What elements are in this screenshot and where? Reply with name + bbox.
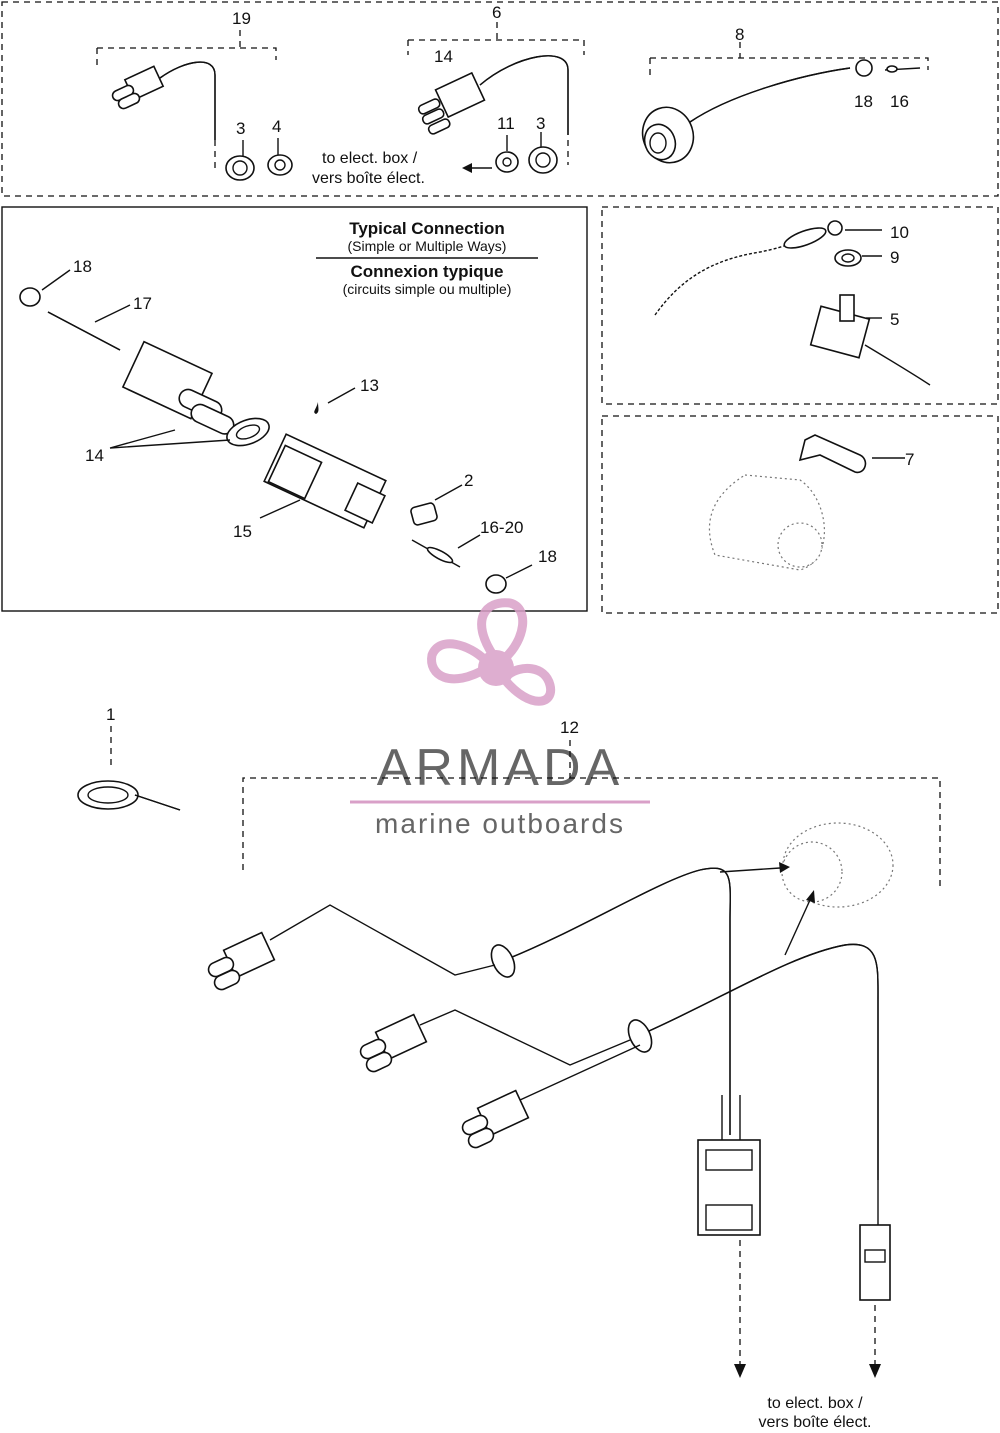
tool-7 bbox=[798, 434, 867, 474]
callout-2: 2 bbox=[464, 471, 473, 490]
typical-sub-en: (Simple or Multiple Ways) bbox=[348, 238, 507, 254]
nut-9 bbox=[834, 249, 862, 267]
sleeve-2 bbox=[410, 502, 438, 526]
grommet-3b bbox=[528, 146, 558, 174]
callout-3a: 3 bbox=[236, 119, 245, 138]
callout-7: 7 bbox=[905, 450, 914, 469]
watermark-tagline: marine outboards bbox=[375, 808, 625, 839]
callout-6: 6 bbox=[492, 3, 501, 22]
connector-12a bbox=[207, 931, 276, 991]
propeller-logo-icon bbox=[427, 598, 556, 706]
bottom-note-line2: vers boîte élect. bbox=[759, 1414, 872, 1431]
typical-title-en: Typical Connection bbox=[349, 219, 505, 238]
switch-5 bbox=[809, 294, 871, 359]
bracket-6 bbox=[407, 39, 585, 55]
callout-16-20: 16-20 bbox=[480, 518, 523, 537]
connector-12d bbox=[697, 1139, 761, 1236]
callout-5: 5 bbox=[890, 310, 899, 329]
callout-10: 10 bbox=[890, 223, 909, 242]
callout-11: 11 bbox=[497, 114, 515, 133]
arrow-to-socket-a-icon bbox=[779, 862, 790, 873]
receptacle-15 bbox=[263, 433, 387, 529]
callout-19: 19 bbox=[232, 9, 251, 28]
callout-4: 4 bbox=[272, 117, 281, 136]
bottom-note-line1: to elect. box / bbox=[767, 1395, 863, 1412]
callout-18c: 18 bbox=[538, 547, 557, 566]
top-frame bbox=[1, 1, 999, 197]
connector-12e bbox=[859, 1224, 891, 1301]
seal-18a bbox=[855, 59, 873, 77]
seal-4 bbox=[267, 154, 293, 176]
callout-13: 13 bbox=[360, 376, 379, 395]
connector-19 bbox=[111, 65, 165, 110]
bracket-19 bbox=[96, 47, 277, 68]
callout-15: 15 bbox=[233, 522, 252, 541]
callout-12: 12 bbox=[560, 718, 579, 737]
main-harness-12: 12 bbox=[207, 718, 941, 1431]
grommet-3a bbox=[225, 155, 255, 181]
typical-connection-frame bbox=[1, 206, 588, 612]
callout-14a: 14 bbox=[434, 47, 453, 66]
watermark-brand: ARMADA bbox=[377, 739, 623, 797]
arrow-down-a-icon bbox=[734, 1364, 746, 1378]
typical-title-fr: Connexion typique bbox=[351, 262, 504, 281]
callout-1: 1 bbox=[106, 705, 115, 724]
key-switch-frame bbox=[601, 206, 999, 405]
connector-12c bbox=[461, 1089, 530, 1149]
key-10 bbox=[827, 220, 843, 236]
arrow-to-socket-b-icon bbox=[806, 890, 815, 903]
callout-18b: 18 bbox=[73, 257, 92, 276]
seal-18c bbox=[485, 574, 507, 594]
harness-19-group: 19 3 4 bbox=[96, 9, 293, 181]
bracket-8 bbox=[649, 57, 929, 78]
plug-14 bbox=[121, 340, 235, 435]
cable-tie-1: 1 bbox=[77, 705, 181, 811]
callout-8: 8 bbox=[735, 25, 744, 44]
pin-16-20 bbox=[426, 546, 454, 564]
typical-sub-fr: (circuits simple ou multiple) bbox=[343, 281, 512, 297]
callout-14b: 14 bbox=[85, 446, 104, 465]
frames bbox=[1, 1, 999, 614]
to-box-note-line1: to elect. box / bbox=[322, 150, 418, 167]
callout-18a: 18 bbox=[854, 92, 873, 111]
to-box-note-line2: vers boîte élect. bbox=[312, 170, 425, 187]
harness-6-group: 6 14 11 3 to elect. box / vers boîte éle… bbox=[312, 3, 585, 187]
arrow-to-box-icon bbox=[462, 163, 472, 173]
connector-14a bbox=[417, 71, 486, 135]
pin-16 bbox=[886, 65, 898, 73]
callout-16: 16 bbox=[890, 92, 909, 111]
grease-drop-icon bbox=[314, 402, 319, 414]
armada-watermark: ARMADA marine outboards bbox=[350, 598, 650, 839]
typical-connection-group: Typical Connection (Simple or Multiple W… bbox=[19, 219, 557, 594]
seal-11 bbox=[495, 151, 519, 173]
bracket-12 bbox=[242, 777, 941, 890]
seal-18b bbox=[19, 287, 41, 307]
socket-group: 7 bbox=[708, 434, 914, 571]
arrow-down-b-icon bbox=[869, 1364, 881, 1378]
socket-frame bbox=[601, 415, 999, 614]
connector-12b bbox=[359, 1013, 428, 1073]
callout-17: 17 bbox=[133, 294, 152, 313]
key-switch-group: 10 9 5 bbox=[654, 220, 931, 386]
cable-8-group: 8 18 16 bbox=[641, 25, 929, 164]
callout-9: 9 bbox=[890, 248, 899, 267]
round-connector-8 bbox=[641, 106, 695, 164]
callout-3b: 3 bbox=[536, 114, 545, 133]
